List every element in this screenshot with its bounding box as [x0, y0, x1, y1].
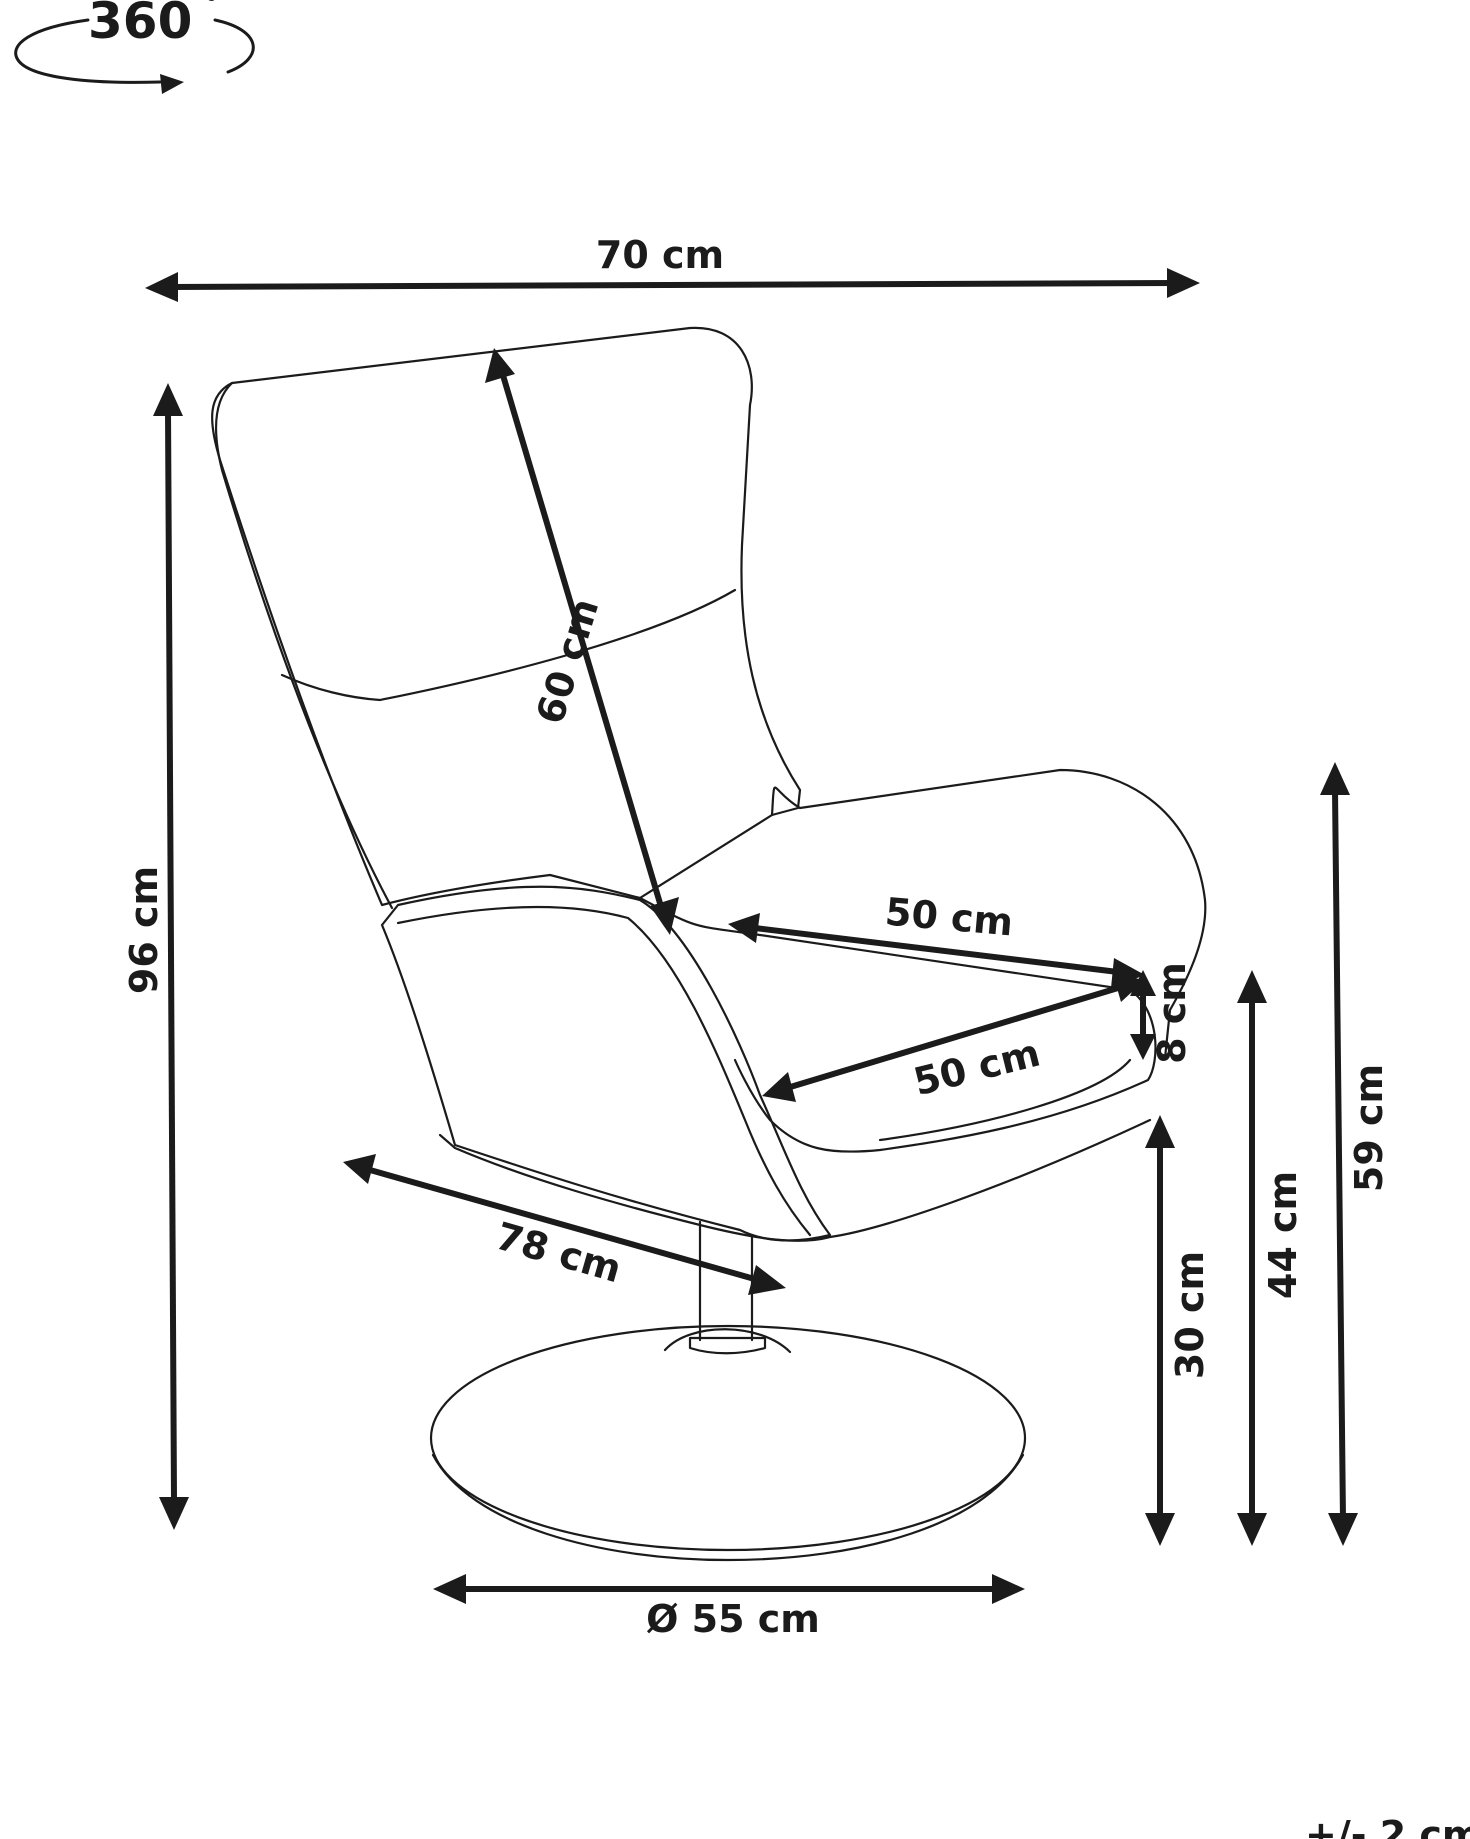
left-armrest-seam — [396, 905, 812, 1237]
base-disc-edge — [431, 1453, 1025, 1562]
base-disc — [429, 1324, 1027, 1552]
rotation-degree-mark: ° — [204, 0, 219, 22]
rotation-arc-icon — [14, 18, 162, 84]
seat-depth-label: 50 cm — [909, 1031, 1044, 1105]
right-armrest — [770, 768, 1207, 1060]
tolerance-note: +/- 2 cm — [1305, 1813, 1470, 1839]
shell-bottom — [438, 1118, 1152, 1242]
seat-height-label: 30 cm — [1168, 1251, 1212, 1379]
width-dimension: 70 cm — [145, 233, 1200, 302]
armrest-height-label: 59 cm — [1347, 1064, 1391, 1192]
backrest-dimension: 60 cm — [485, 348, 679, 935]
cushion-dimension: 8 cm — [1130, 962, 1194, 1064]
width-label: 70 cm — [596, 233, 724, 277]
backrest-shell — [211, 326, 802, 907]
left-armrest-front — [380, 885, 832, 1242]
height-dimension: 96 cm — [122, 383, 189, 1530]
seat-depth-dimension: 50 cm — [762, 974, 1145, 1104]
swivel-collar — [688, 1336, 767, 1355]
base-diameter-dimension: Ø 55 cm — [433, 1574, 1025, 1641]
armrest-height-dimension: 59 cm — [1320, 762, 1391, 1546]
dimension-lines: 70 cm 96 cm 60 cm 50 cm 50 cm — [122, 233, 1391, 1641]
backrest-label: 60 cm — [528, 593, 608, 728]
rotation-arrow-icon — [160, 74, 184, 94]
chair-outline — [211, 326, 1207, 1562]
cushion-top-label: 44 cm — [1261, 1171, 1305, 1299]
swivel-post — [698, 1220, 754, 1342]
rotation-arc-right — [213, 18, 255, 74]
backrest-inner-line — [214, 381, 394, 910]
height-label: 96 cm — [122, 866, 166, 994]
base-diameter-label: Ø 55 cm — [646, 1597, 820, 1641]
seat-cushion — [638, 896, 1157, 1153]
headrest-seam — [280, 588, 737, 702]
seat-width-label: 50 cm — [883, 890, 1015, 945]
seat-front-rim — [878, 1058, 1132, 1142]
rotation-label: 360 — [88, 0, 192, 50]
swivel-cone — [663, 1328, 792, 1354]
cushion-label: 8 cm — [1150, 962, 1194, 1064]
seat-height-dimension: 30 cm — [1145, 1115, 1212, 1546]
cushion-top-dimension: 44 cm — [1237, 970, 1305, 1546]
rotation-badge: 360 ° — [14, 0, 255, 94]
